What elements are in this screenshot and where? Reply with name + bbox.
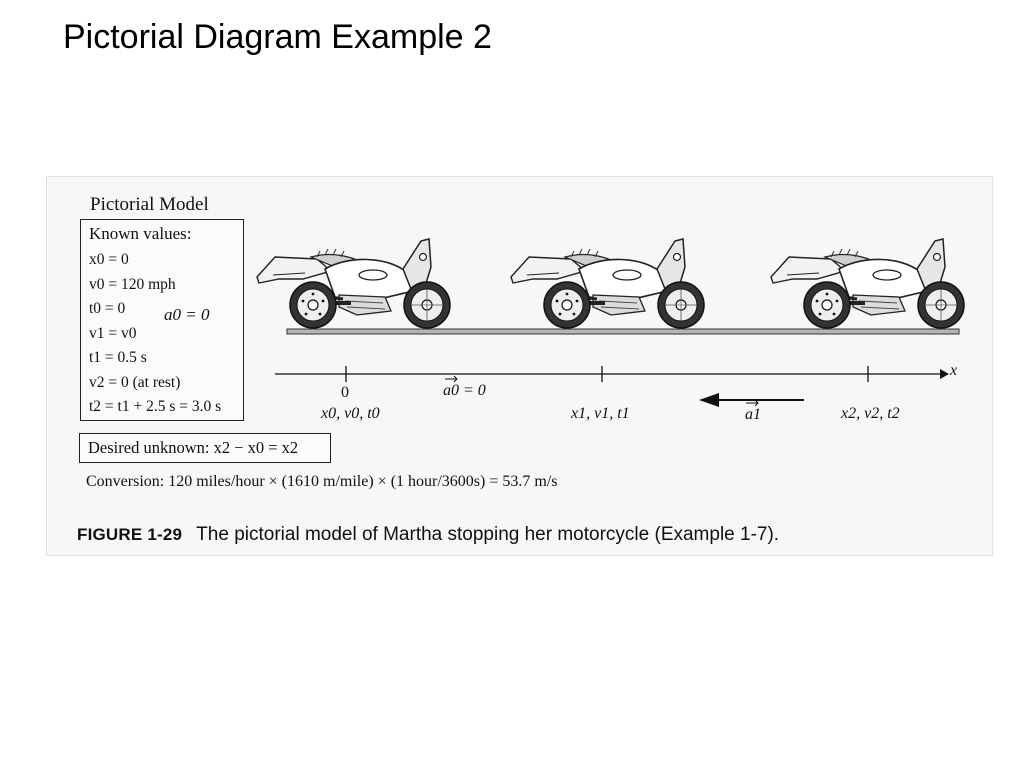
panel-title: Pictorial Model <box>90 194 209 215</box>
conversion-text: Conversion: 120 miles/hour × (1610 m/mil… <box>86 473 558 490</box>
caption-label: FIGURE 1-29 <box>77 525 183 544</box>
figure-caption: FIGURE 1-29 The pictorial model of Martha… <box>77 524 779 546</box>
known-value-item: v0 = 120 mph <box>89 275 176 293</box>
a0-value-label: a0 = 0 <box>164 305 210 324</box>
desired-unknown-text: Desired unknown: x2 − x0 = x2 <box>88 438 299 457</box>
x-axis-arrowhead <box>940 369 949 379</box>
known-values-heading: Known values: <box>89 224 192 243</box>
a0-vector-mark <box>445 375 458 383</box>
motorcycle-position-1 <box>509 237 706 330</box>
accel-vector-label: a1 <box>745 406 761 423</box>
accel-zero-label: a0 = 0 <box>443 382 486 399</box>
desired-unknown-box: Desired unknown: x2 − x0 = x2 <box>79 433 331 463</box>
known-value-item: t2 = t1 + 2.5 s = 3.0 s <box>89 398 222 415</box>
acceleration-vector-arrowhead <box>699 393 719 407</box>
x-axis-name: x <box>950 362 958 379</box>
slide-title: Pictorial Diagram Example 2 <box>63 18 492 56</box>
point-label-2: x2, v2, t2 <box>841 405 900 422</box>
road <box>286 328 960 335</box>
point-label-0: x0, v0, t0 <box>321 405 380 422</box>
known-value-item: v2 = 0 (at rest) <box>89 373 181 391</box>
motorcycle-position-0 <box>255 237 452 330</box>
known-value-item: x0 = 0 <box>89 251 129 268</box>
caption-text: The pictorial model of Martha stopping h… <box>196 524 780 545</box>
x-axis-origin-tick: 0 <box>341 384 349 401</box>
known-value-item: t0 = 0 <box>89 300 126 317</box>
known-values-list: x0 = 0 v0 = 120 mph t0 = 0 v1 = v0 t1 = … <box>89 248 221 420</box>
motion-diagram <box>255 237 966 407</box>
point-label-1: x1, v1, t1 <box>571 405 630 422</box>
known-values-box: Known values: x0 = 0 v0 = 120 mph t0 = 0… <box>80 219 244 421</box>
known-value-item: v1 = v0 <box>89 324 137 342</box>
figure-panel: Pictorial Model Known values: x0 = 0 v0 … <box>46 176 993 556</box>
known-value-item: t1 = 0.5 s <box>89 349 147 366</box>
motorcycle-position-2 <box>769 237 966 330</box>
a1-vector-mark <box>746 399 759 407</box>
